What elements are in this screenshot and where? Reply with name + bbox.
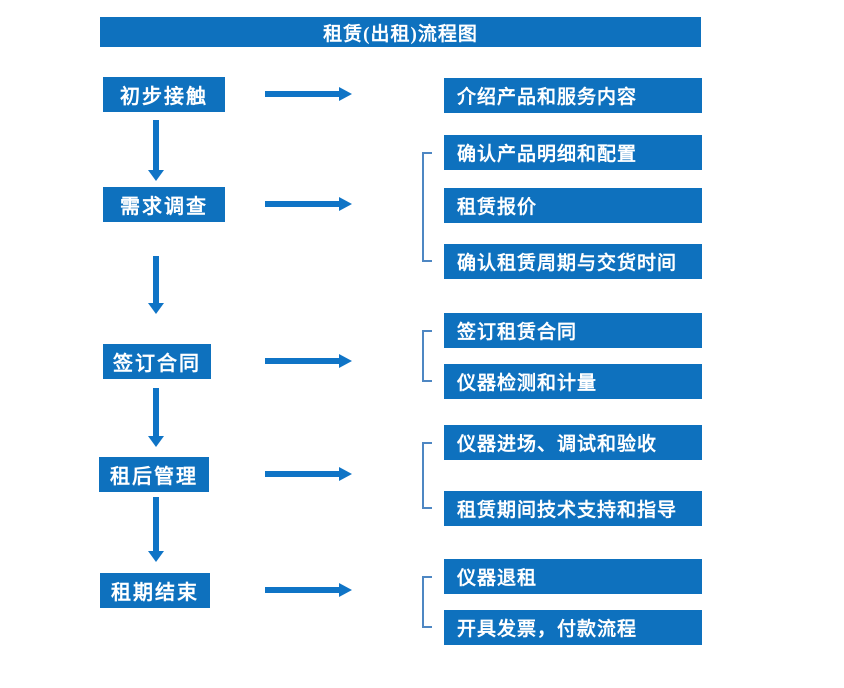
process-box-confirm-details: 确认产品明细和配置	[444, 135, 702, 170]
down-arrow-icon	[148, 256, 164, 314]
group-bracket	[422, 152, 432, 262]
process-box-tech-support: 租赁期间技术支持和指导	[444, 491, 702, 526]
right-arrow-icon	[265, 197, 352, 211]
down-arrow-icon	[148, 388, 164, 447]
step-box-demand-survey: 需求调查	[103, 187, 225, 222]
step-box-initial-contact: 初步接触	[103, 77, 225, 112]
group-bracket	[422, 576, 432, 628]
right-arrow-icon	[265, 354, 352, 368]
step-box-sign-contract: 签订合同	[103, 344, 211, 379]
down-arrow-icon	[148, 497, 164, 562]
process-box-invoice-payment: 开具发票，付款流程	[444, 610, 702, 645]
flowchart-title: 租赁(出租)流程图	[100, 17, 701, 47]
step-box-lease-end: 租期结束	[100, 573, 210, 608]
process-box-sign-rental-contract: 签订租赁合同	[444, 313, 702, 348]
step-box-post-rental: 租后管理	[99, 457, 209, 492]
right-arrow-icon	[265, 87, 352, 101]
process-box-instrument-return: 仪器退租	[444, 559, 702, 594]
group-bracket	[422, 330, 432, 382]
process-box-instrument-testing: 仪器检测和计量	[444, 364, 702, 399]
right-arrow-icon	[265, 467, 352, 481]
process-box-instrument-setup: 仪器进场、调试和验收	[444, 425, 702, 460]
down-arrow-icon	[148, 120, 164, 181]
right-arrow-icon	[265, 583, 352, 597]
process-box-confirm-period: 确认租赁周期与交货时间	[444, 244, 702, 279]
process-box-introduce-products: 介绍产品和服务内容	[444, 78, 702, 113]
process-box-rental-quote: 租赁报价	[444, 188, 702, 223]
group-bracket	[422, 442, 432, 509]
